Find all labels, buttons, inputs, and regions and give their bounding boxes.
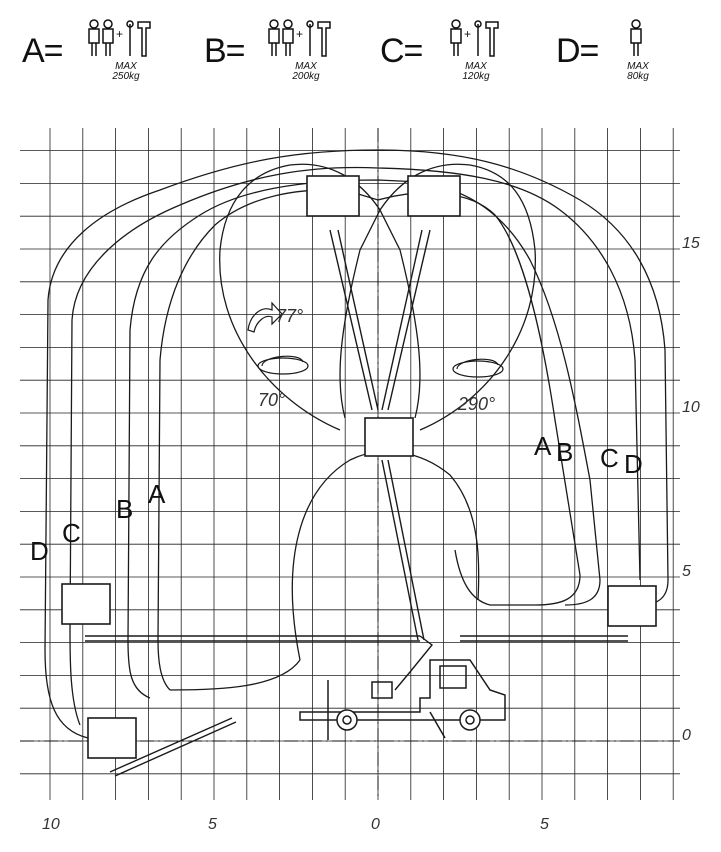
boom-positions <box>85 229 628 777</box>
x-tick-label: 0 <box>371 816 380 833</box>
person-tools-icon: + <box>450 19 499 57</box>
basket-top-right <box>407 175 461 217</box>
basket-center <box>364 417 414 457</box>
y-tick-label: 0 <box>682 727 691 744</box>
x-tick-label: 5 <box>540 816 549 833</box>
x-tick-label: 5 <box>208 816 217 833</box>
legend-letter-a: A= <box>22 32 64 70</box>
right-rotation-label: 290° <box>457 394 495 414</box>
legend-letter-d: D= <box>556 32 599 70</box>
two-persons-tools-icon: + <box>268 19 331 57</box>
y-tick-label: 15 <box>682 235 700 252</box>
curve-label-left-b: B <box>116 494 133 524</box>
curve-label-left-a: A <box>148 479 166 509</box>
boom-upper-left <box>329 229 373 411</box>
curve-label-right-c: C <box>600 443 619 473</box>
working-range-diagram: 77° 70° 290° D C B A A B C D 10 5 0 5 15… <box>20 128 700 833</box>
curve-label-right-d: D <box>624 449 643 479</box>
boom-upper-right <box>387 229 431 411</box>
legend-letter-c: C= <box>380 32 423 70</box>
svg-text:+: + <box>464 27 471 41</box>
curve-label-right-a: A <box>534 431 552 461</box>
lower-left-return <box>169 659 301 691</box>
basket-top-left <box>306 175 360 217</box>
tilt-arrow-icon <box>247 301 283 333</box>
truck <box>299 659 506 740</box>
curve-label-right-b: B <box>556 437 573 467</box>
center-column-lobe <box>339 208 421 419</box>
envelope-curve-c <box>69 166 641 726</box>
upper-left-lobe <box>219 163 381 431</box>
y-tick-label: 10 <box>682 399 700 416</box>
curve-label-left-c: C <box>62 518 81 548</box>
person-icon <box>630 19 642 56</box>
basket-bottom-left <box>87 717 137 759</box>
rotation-symbols <box>247 301 504 378</box>
legend-letter-b: B= <box>204 32 246 70</box>
boom-lower-diagonal <box>109 717 233 773</box>
lower-arch <box>291 450 480 661</box>
tilt-angle-label: 77° <box>276 306 303 326</box>
svg-text:+: + <box>296 27 303 41</box>
envelope-curve-b <box>127 179 601 699</box>
y-tick-label: 5 <box>682 563 691 580</box>
two-persons-tools-icon: + <box>88 19 151 57</box>
envelope-curve-d <box>44 149 669 739</box>
left-rotation-label: 70° <box>258 390 285 410</box>
baskets <box>61 175 657 759</box>
boom-main <box>381 459 419 641</box>
boom-knuckle <box>394 635 434 691</box>
rotation-right-icon <box>452 360 504 378</box>
basket-left <box>61 583 111 625</box>
x-tick-label: 10 <box>42 816 60 833</box>
basket-right <box>607 585 657 627</box>
rotation-left-icon <box>257 357 309 375</box>
curve-label-left-d: D <box>30 536 49 566</box>
svg-text:+: + <box>116 27 123 41</box>
